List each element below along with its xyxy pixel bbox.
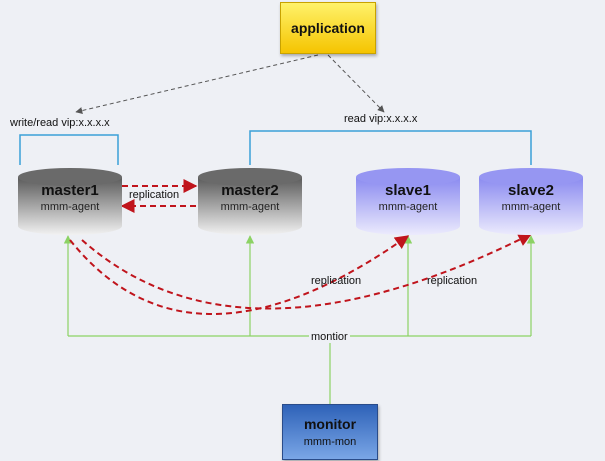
monitor-title: monitor xyxy=(303,416,357,432)
read-vip-bracket xyxy=(249,130,532,165)
monitor-link-label: montior xyxy=(309,331,350,343)
write-read-vip-label: write/read vip:x.x.x.x xyxy=(10,117,110,129)
slave2-replication-label: replication xyxy=(427,275,478,287)
slave1-replication-label: replication xyxy=(311,275,362,287)
replication-master1-to-slave2 xyxy=(81,233,533,310)
app-to-write-vip-arrow xyxy=(75,54,319,114)
read-vip-label: read vip:x.x.x.x xyxy=(344,113,418,125)
db-slave1-cylinder[interactable] xyxy=(356,168,460,235)
db-master1-cylinder[interactable] xyxy=(18,168,122,235)
monitor-subtitle: mmm-mon xyxy=(303,436,357,448)
application-label: application xyxy=(291,20,365,36)
application-box[interactable]: application xyxy=(280,2,376,54)
replication-master1-to-slave1 xyxy=(69,235,410,315)
write-vip-bracket xyxy=(19,134,119,165)
db-master2-cylinder[interactable] xyxy=(198,168,302,235)
db-slave2-cylinder[interactable] xyxy=(479,168,583,235)
monitor-box[interactable]: monitor mmm-mon xyxy=(282,404,378,460)
app-to-read-vip-arrow xyxy=(327,54,385,113)
monitor-links xyxy=(63,235,536,404)
master-replication-label: replication xyxy=(129,189,180,201)
